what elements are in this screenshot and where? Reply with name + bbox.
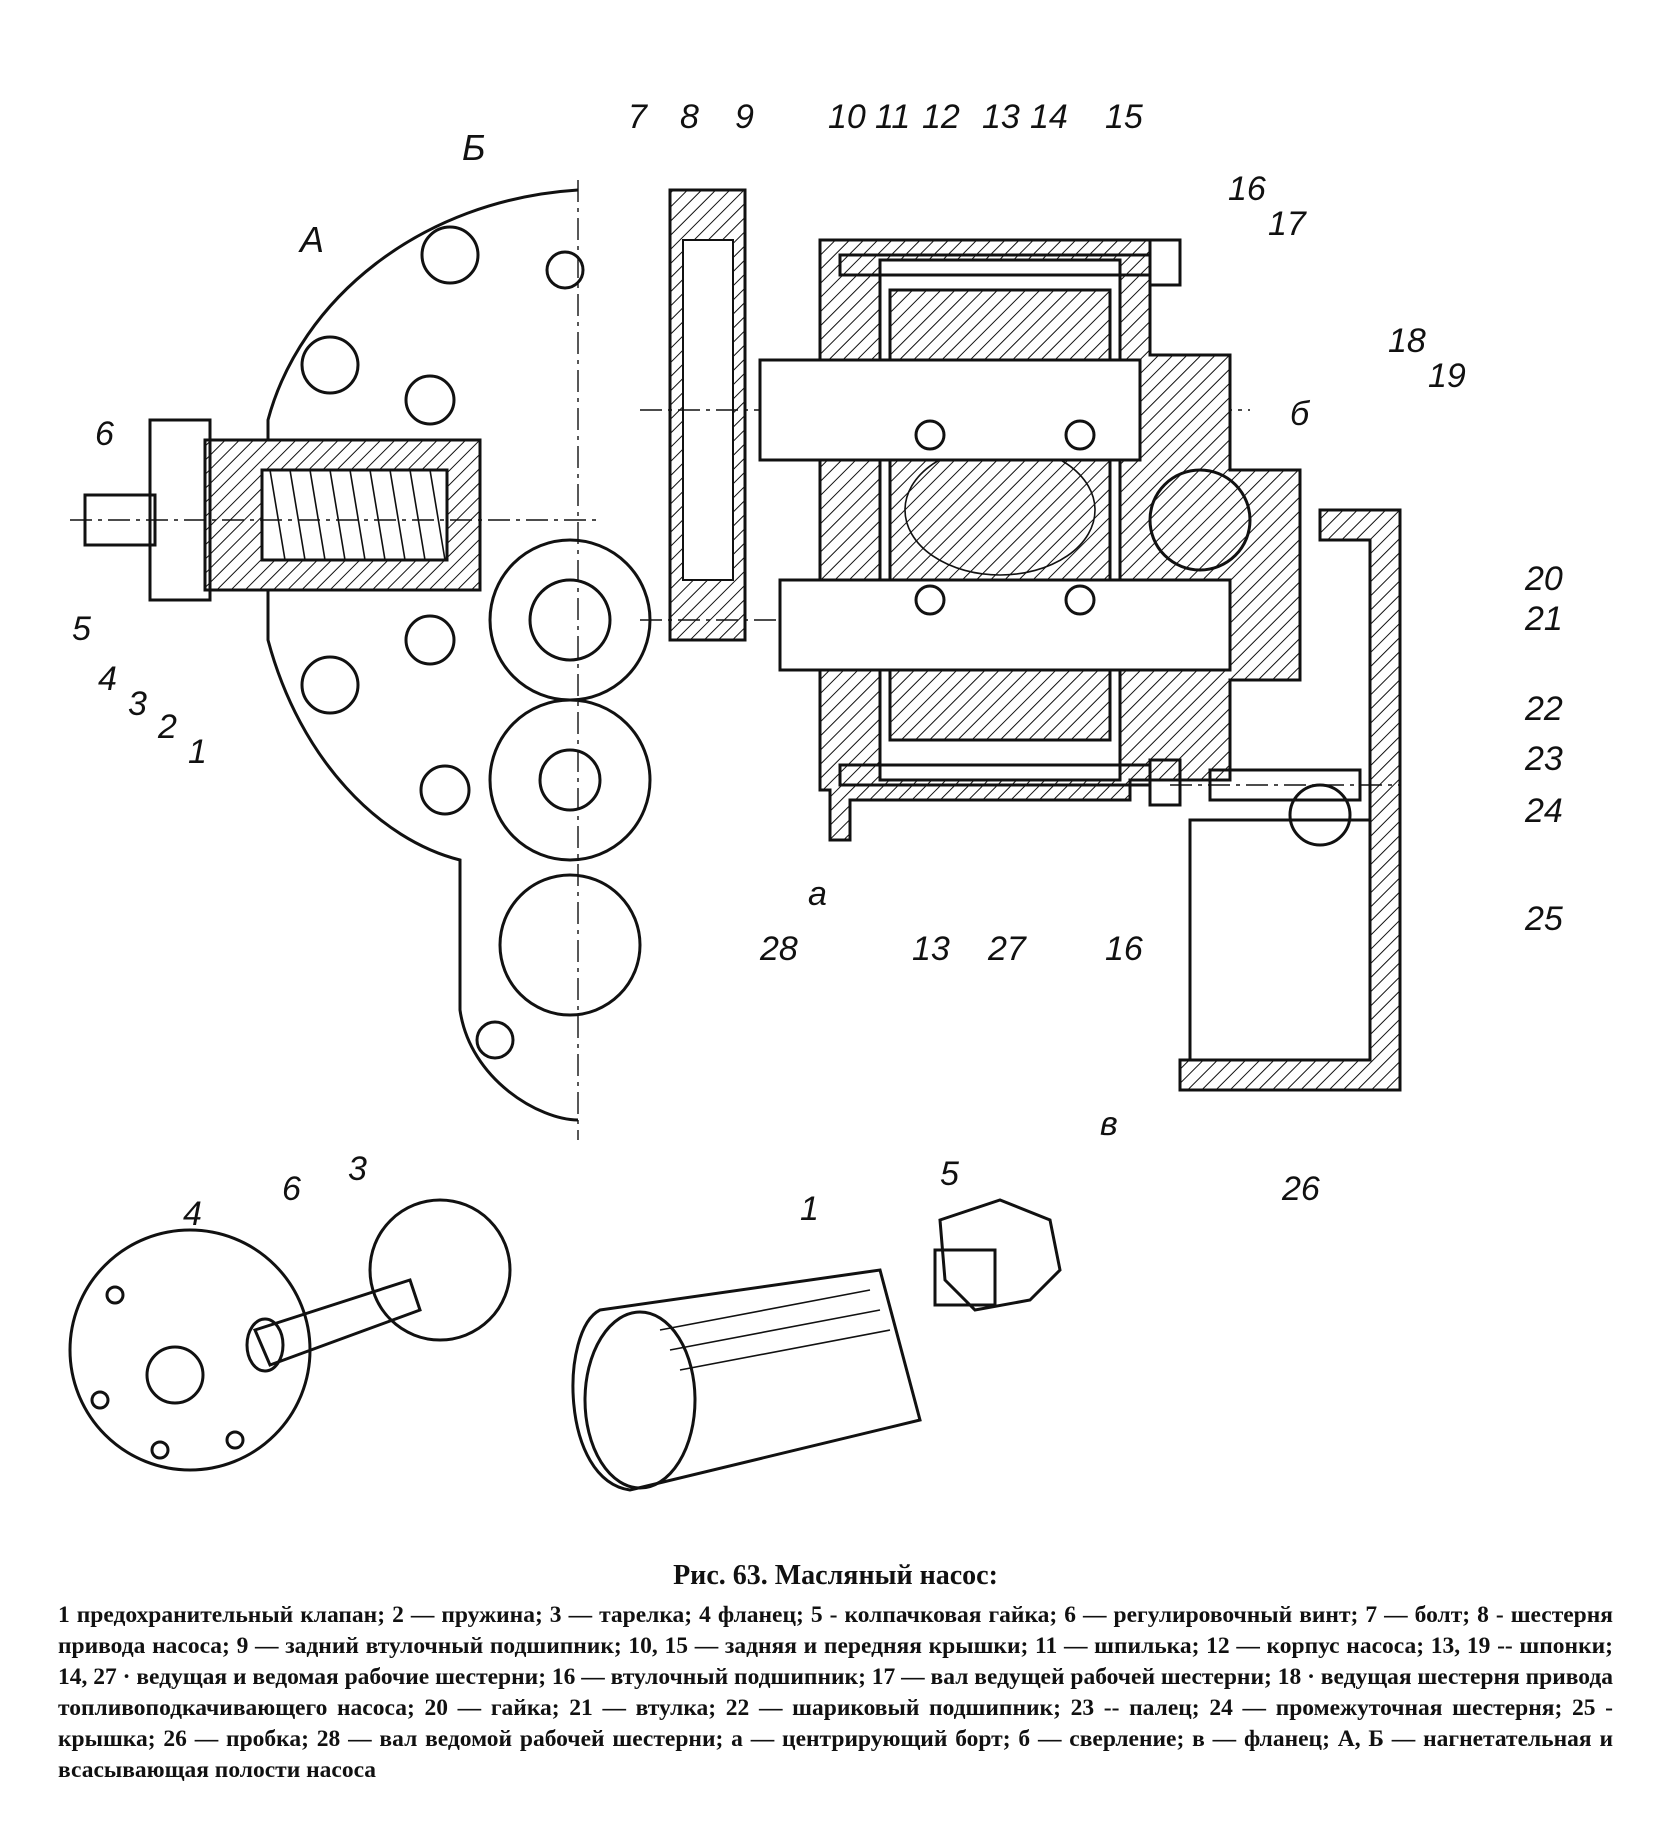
exploded-part-label-3: 1	[800, 1190, 819, 1228]
callout-bottom-label-5: в	[1100, 1105, 1118, 1143]
callout-right-label-2: б	[1290, 395, 1311, 433]
cavity-label-1: Б	[462, 127, 485, 168]
callout-left-label-0: 6	[95, 415, 114, 453]
callout-top-label-7: 14	[1030, 98, 1068, 136]
cavity-label-0: А	[298, 219, 324, 260]
callout-right-label-8: 23	[1524, 740, 1563, 778]
callout-bottom-label-6: 26	[1281, 1170, 1320, 1208]
exploded-part-label-2: 3	[348, 1150, 367, 1188]
callout-left-label-5: 1	[188, 733, 207, 771]
exploded-parts	[68, 1198, 1062, 1492]
callout-top-label-6: 13	[982, 98, 1020, 136]
callout-left-label-4: 2	[157, 708, 177, 746]
callout-bottom-label-1: 28	[759, 930, 798, 968]
callout-bottom-label-3: 27	[987, 930, 1027, 968]
caption-text: 1 предохранительный клапан; 2 — пружина;…	[58, 1602, 1613, 1783]
callout-right-label-10: 25	[1524, 900, 1563, 938]
callout-right-label-3: 18	[1388, 322, 1426, 360]
figure-caption: Рис. 63. Масляный насос: 1 предохранител…	[58, 1560, 1613, 1786]
caption-title: Рис. 63. Масляный насос:	[673, 1560, 998, 1591]
callout-bottom-label-2: 13	[912, 930, 950, 968]
callout-bottom-label-4: 16	[1105, 930, 1143, 968]
pump-section-view	[640, 188, 1402, 1092]
exploded-part-label-0: 4	[183, 1195, 202, 1233]
callout-right-label-6: 21	[1524, 600, 1563, 638]
callout-top-label-8: 15	[1105, 98, 1143, 136]
left-housing-view	[70, 180, 652, 1140]
callout-right-label-1: 17	[1268, 205, 1307, 243]
callout-top-label-4: 11	[875, 98, 910, 136]
callout-right-label-0: 16	[1228, 170, 1266, 208]
exploded-part-label-1: 6	[282, 1170, 301, 1208]
callout-right-label-5: 20	[1524, 560, 1563, 598]
callout-left-label-2: 4	[98, 660, 117, 698]
callout-right-label-4: 19	[1428, 357, 1466, 395]
exploded-part-label-4: 5	[940, 1155, 959, 1193]
callout-top-label-3: 10	[828, 98, 866, 136]
callout-top-label-2: 9	[735, 98, 754, 136]
callout-top-label-0: 7	[628, 98, 648, 136]
callout-right-label-7: 22	[1524, 690, 1563, 728]
callout-left-label-1: 5	[72, 610, 91, 648]
callout-right-label-9: 24	[1524, 792, 1563, 830]
callout-top-label-5: 12	[922, 98, 960, 136]
callout-top-label-1: 8	[680, 98, 699, 136]
callout-left-label-3: 3	[128, 685, 147, 723]
callout-bottom-label-0: а	[808, 875, 827, 913]
